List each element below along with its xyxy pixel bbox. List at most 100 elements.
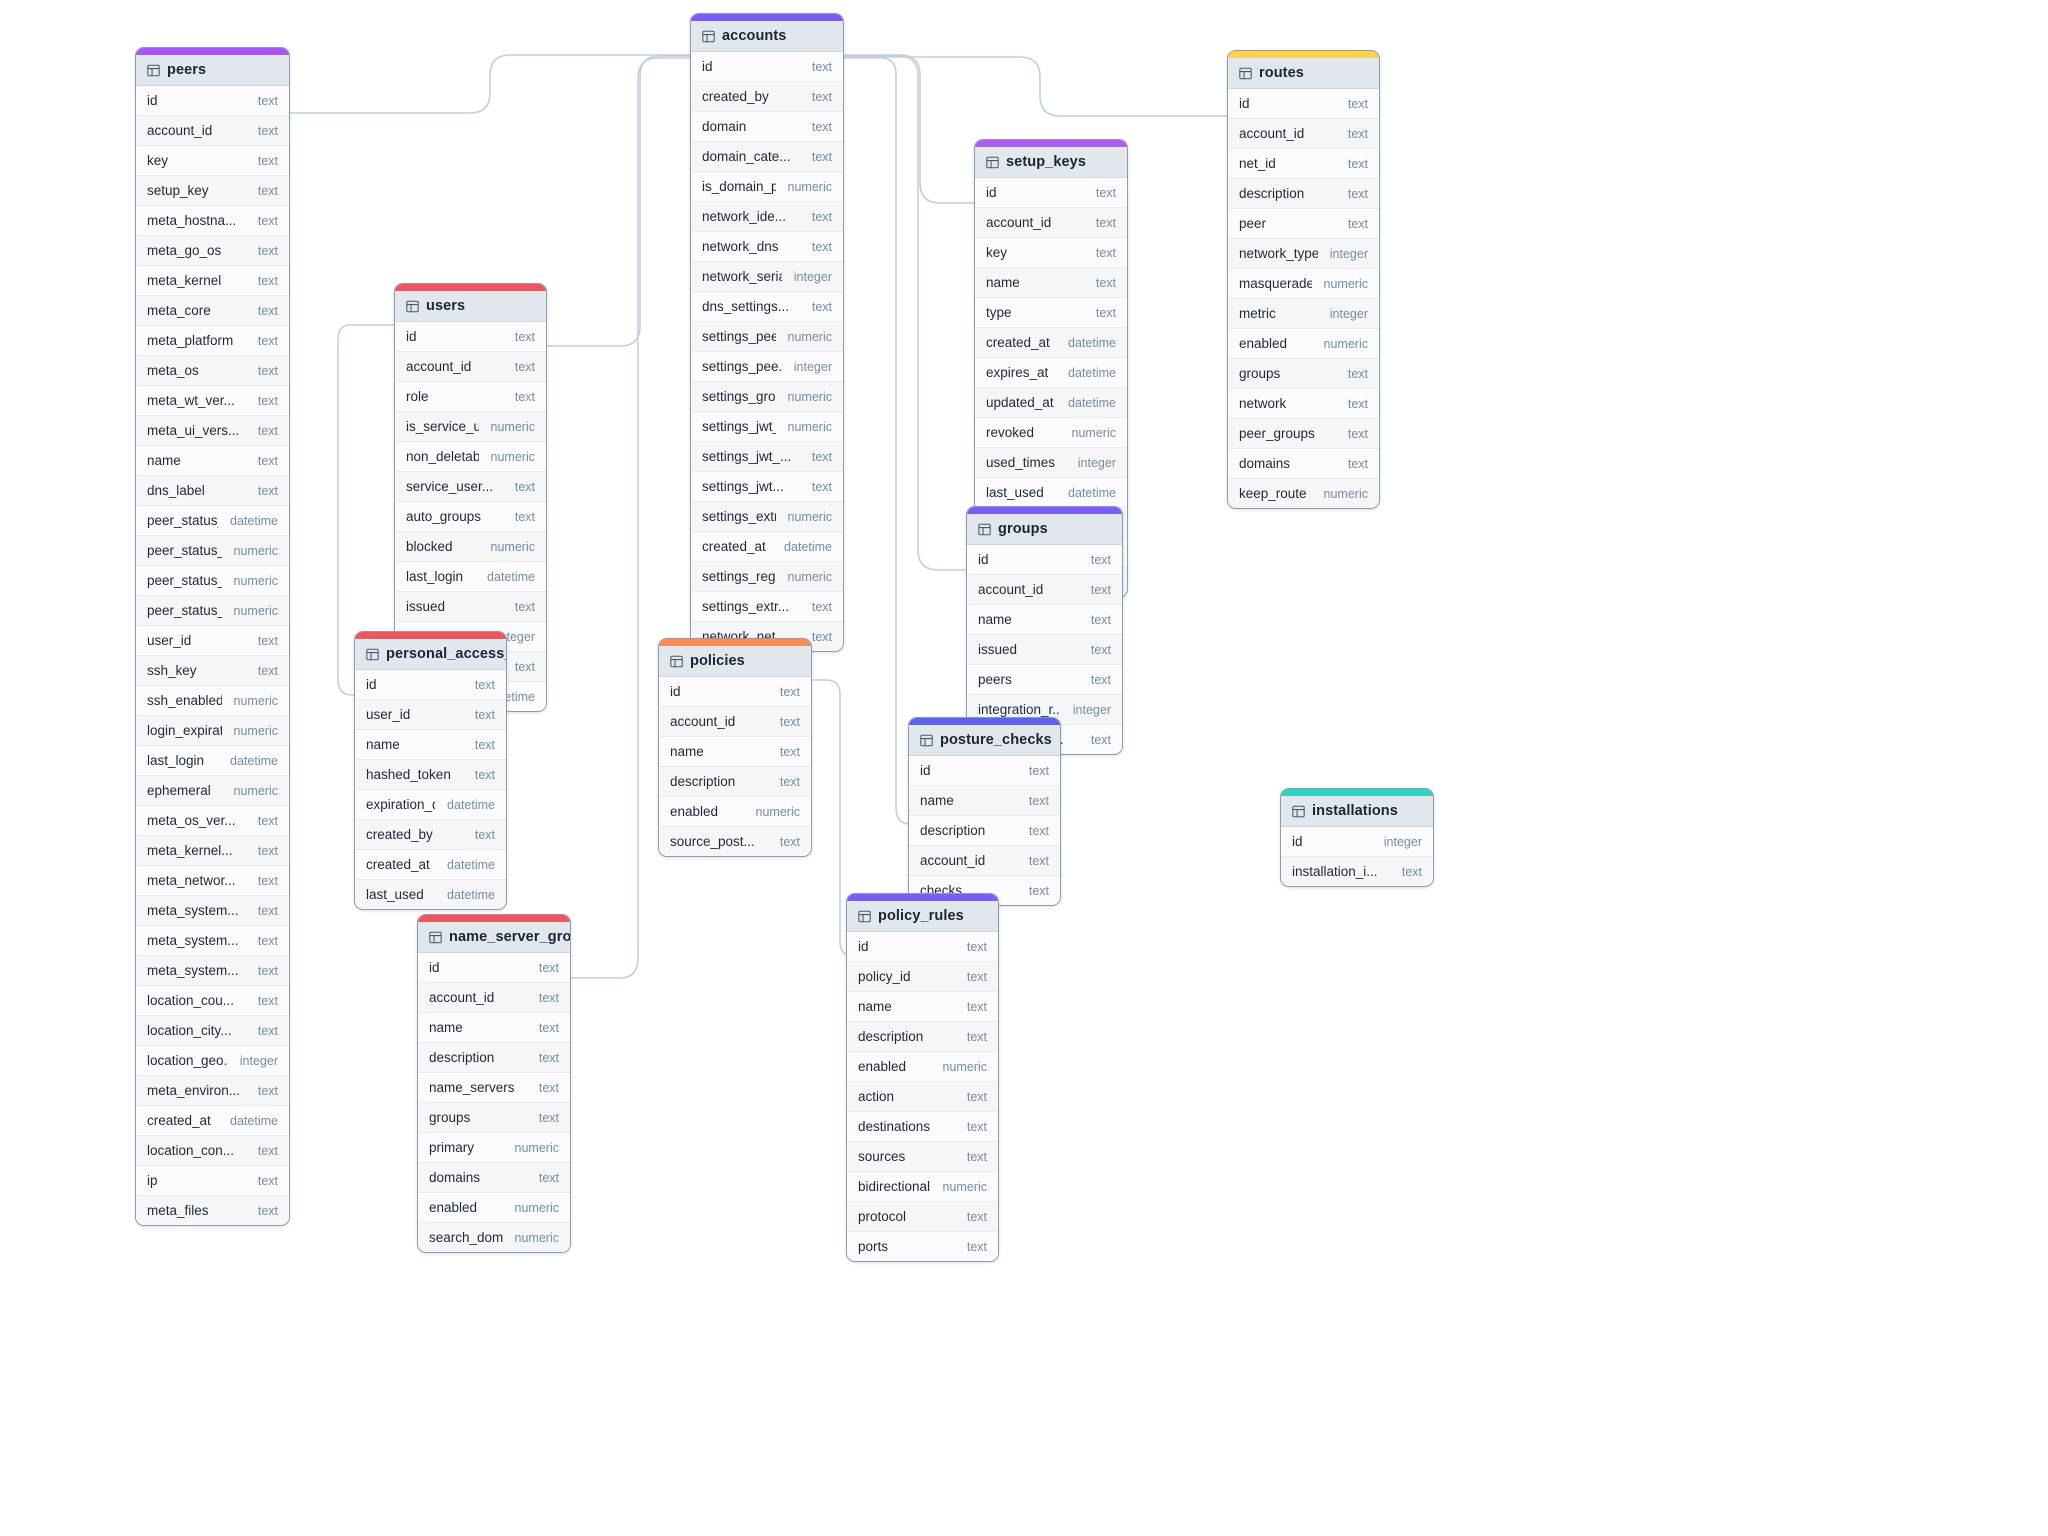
table-row-accounts-settings_jwt_[interactable]: settings_jwt_... numeric	[691, 412, 843, 442]
table-row-routes-domains[interactable]: domains text	[1228, 449, 1379, 479]
table-row-routes-net_id[interactable]: net_id text	[1228, 149, 1379, 179]
table-row-personal_access_tokens-expiration_da[interactable]: expiration_da... datetime	[355, 790, 506, 820]
table-row-users-auto_groups[interactable]: auto_groups text	[395, 502, 546, 532]
table-row-groups-name[interactable]: name text	[967, 605, 1122, 635]
table-row-setup_keys-revoked[interactable]: revoked numeric	[975, 418, 1127, 448]
table-row-peers-dns_label[interactable]: dns_label text	[136, 476, 289, 506]
table-row-peers-meta_kernel[interactable]: meta_kernel text	[136, 266, 289, 296]
table-row-peers-location_city[interactable]: location_city... text	[136, 1016, 289, 1046]
table-row-policies-account_id[interactable]: account_id text	[659, 707, 811, 737]
er-table-name_server_groups[interactable]: name_server_groups id text account_id te…	[417, 914, 571, 1253]
table-header[interactable]: personal_access_tokens	[355, 639, 506, 670]
table-row-name_server_groups-id[interactable]: id text	[418, 953, 570, 983]
table-row-policy_rules-action[interactable]: action text	[847, 1082, 998, 1112]
table-row-peers-meta_environ[interactable]: meta_environ... text	[136, 1076, 289, 1106]
table-row-routes-peer[interactable]: peer text	[1228, 209, 1379, 239]
table-row-peers-meta_system[interactable]: meta_system... text	[136, 896, 289, 926]
table-row-peers-id[interactable]: id text	[136, 86, 289, 116]
table-row-personal_access_tokens-id[interactable]: id text	[355, 670, 506, 700]
table-row-peers-name[interactable]: name text	[136, 446, 289, 476]
table-header[interactable]: policy_rules	[847, 901, 998, 932]
table-row-setup_keys-name[interactable]: name text	[975, 268, 1127, 298]
table-row-policy_rules-enabled[interactable]: enabled numeric	[847, 1052, 998, 1082]
table-row-peers-meta_platform[interactable]: meta_platform text	[136, 326, 289, 356]
table-row-peers-location_cou[interactable]: location_cou... text	[136, 986, 289, 1016]
table-row-routes-description[interactable]: description text	[1228, 179, 1379, 209]
table-row-users-non_deletable[interactable]: non_deletable numeric	[395, 442, 546, 472]
table-row-name_server_groups-groups[interactable]: groups text	[418, 1103, 570, 1133]
table-row-accounts-created_by[interactable]: created_by text	[691, 82, 843, 112]
table-row-policy_rules-bidirectional[interactable]: bidirectional numeric	[847, 1172, 998, 1202]
table-row-groups-id[interactable]: id text	[967, 545, 1122, 575]
table-row-peers-ip[interactable]: ip text	[136, 1166, 289, 1196]
table-row-routes-metric[interactable]: metric integer	[1228, 299, 1379, 329]
table-row-routes-id[interactable]: id text	[1228, 89, 1379, 119]
table-row-routes-account_id[interactable]: account_id text	[1228, 119, 1379, 149]
table-row-accounts-settings_reg[interactable]: settings_reg... numeric	[691, 562, 843, 592]
table-row-peers-meta_kernel[interactable]: meta_kernel... text	[136, 836, 289, 866]
table-row-accounts-dns_settings[interactable]: dns_settings... text	[691, 292, 843, 322]
table-row-groups-peers[interactable]: peers text	[967, 665, 1122, 695]
er-table-policy_rules[interactable]: policy_rules id text policy_id text name…	[846, 893, 999, 1262]
table-row-peers-meta_ui_vers[interactable]: meta_ui_vers... text	[136, 416, 289, 446]
table-row-setup_keys-used_times[interactable]: used_times integer	[975, 448, 1127, 478]
table-row-name_server_groups-primary[interactable]: primary numeric	[418, 1133, 570, 1163]
table-header[interactable]: accounts	[691, 21, 843, 52]
er-table-posture_checks[interactable]: posture_checks id text name text descrip…	[908, 717, 1061, 906]
table-row-peers-meta_os[interactable]: meta_os text	[136, 356, 289, 386]
table-row-installations-id[interactable]: id integer	[1281, 827, 1433, 857]
table-row-personal_access_tokens-created_by[interactable]: created_by text	[355, 820, 506, 850]
table-row-peers-ssh_key[interactable]: ssh_key text	[136, 656, 289, 686]
table-header[interactable]: routes	[1228, 58, 1379, 89]
table-row-peers-user_id[interactable]: user_id text	[136, 626, 289, 656]
table-row-peers-key[interactable]: key text	[136, 146, 289, 176]
table-row-personal_access_tokens-name[interactable]: name text	[355, 730, 506, 760]
table-row-setup_keys-account_id[interactable]: account_id text	[975, 208, 1127, 238]
table-row-policy_rules-destinations[interactable]: destinations text	[847, 1112, 998, 1142]
table-row-peers-peer_status_[interactable]: peer_status_... datetime	[136, 506, 289, 536]
table-row-policy_rules-name[interactable]: name text	[847, 992, 998, 1022]
table-row-users-service_user[interactable]: service_user... text	[395, 472, 546, 502]
er-table-personal_access_tokens[interactable]: personal_access_tokens id text user_id t…	[354, 631, 507, 910]
table-row-policy_rules-description[interactable]: description text	[847, 1022, 998, 1052]
table-row-accounts-settings_jwt_[interactable]: settings_jwt_... text	[691, 442, 843, 472]
table-row-policy_rules-ports[interactable]: ports text	[847, 1232, 998, 1261]
table-row-personal_access_tokens-last_used[interactable]: last_used datetime	[355, 880, 506, 909]
er-table-accounts[interactable]: accounts id text created_by text domain …	[690, 13, 844, 652]
table-row-name_server_groups-name_servers[interactable]: name_servers text	[418, 1073, 570, 1103]
table-row-accounts-network_serial[interactable]: network_serial integer	[691, 262, 843, 292]
table-row-policy_rules-protocol[interactable]: protocol text	[847, 1202, 998, 1232]
table-row-users-account_id[interactable]: account_id text	[395, 352, 546, 382]
table-header[interactable]: groups	[967, 514, 1122, 545]
table-row-peers-meta_go_os[interactable]: meta_go_os text	[136, 236, 289, 266]
table-row-peers-meta_networ[interactable]: meta_networ... text	[136, 866, 289, 896]
table-row-policy_rules-id[interactable]: id text	[847, 932, 998, 962]
table-header[interactable]: setup_keys	[975, 147, 1127, 178]
table-row-accounts-settings_extr[interactable]: settings_extr... numeric	[691, 502, 843, 532]
table-row-setup_keys-id[interactable]: id text	[975, 178, 1127, 208]
er-table-installations[interactable]: installations id integer installation_i.…	[1280, 788, 1434, 887]
table-row-accounts-network_dns[interactable]: network_dns text	[691, 232, 843, 262]
table-row-accounts-settings_jwt[interactable]: settings_jwt... text	[691, 472, 843, 502]
table-row-policies-name[interactable]: name text	[659, 737, 811, 767]
table-row-name_server_groups-enabled[interactable]: enabled numeric	[418, 1193, 570, 1223]
table-row-personal_access_tokens-user_id[interactable]: user_id text	[355, 700, 506, 730]
table-row-users-last_login[interactable]: last_login datetime	[395, 562, 546, 592]
table-row-peers-created_at[interactable]: created_at datetime	[136, 1106, 289, 1136]
table-row-peers-location_geo[interactable]: location_geo... integer	[136, 1046, 289, 1076]
table-row-routes-network[interactable]: network text	[1228, 389, 1379, 419]
table-row-users-blocked[interactable]: blocked numeric	[395, 532, 546, 562]
table-row-accounts-id[interactable]: id text	[691, 52, 843, 82]
table-row-posture_checks-name[interactable]: name text	[909, 786, 1060, 816]
table-row-accounts-settings_pee[interactable]: settings_pee... numeric	[691, 322, 843, 352]
table-row-peers-location_con[interactable]: location_con... text	[136, 1136, 289, 1166]
table-header[interactable]: installations	[1281, 796, 1433, 827]
table-row-setup_keys-key[interactable]: key text	[975, 238, 1127, 268]
table-row-setup_keys-updated_at[interactable]: updated_at datetime	[975, 388, 1127, 418]
table-row-posture_checks-id[interactable]: id text	[909, 756, 1060, 786]
table-row-accounts-is_domain_pr[interactable]: is_domain_pr... numeric	[691, 172, 843, 202]
table-row-policy_rules-sources[interactable]: sources text	[847, 1142, 998, 1172]
table-row-posture_checks-account_id[interactable]: account_id text	[909, 846, 1060, 876]
table-row-accounts-domain[interactable]: domain text	[691, 112, 843, 142]
table-row-setup_keys-created_at[interactable]: created_at datetime	[975, 328, 1127, 358]
